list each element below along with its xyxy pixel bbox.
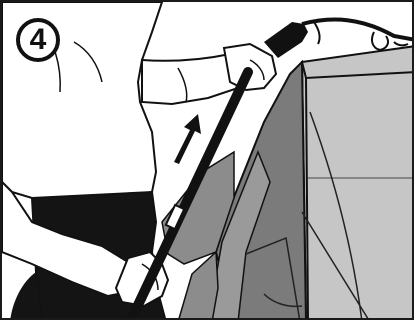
up-arrow-icon (174, 114, 201, 164)
step-number-badge: 4 (16, 18, 60, 62)
